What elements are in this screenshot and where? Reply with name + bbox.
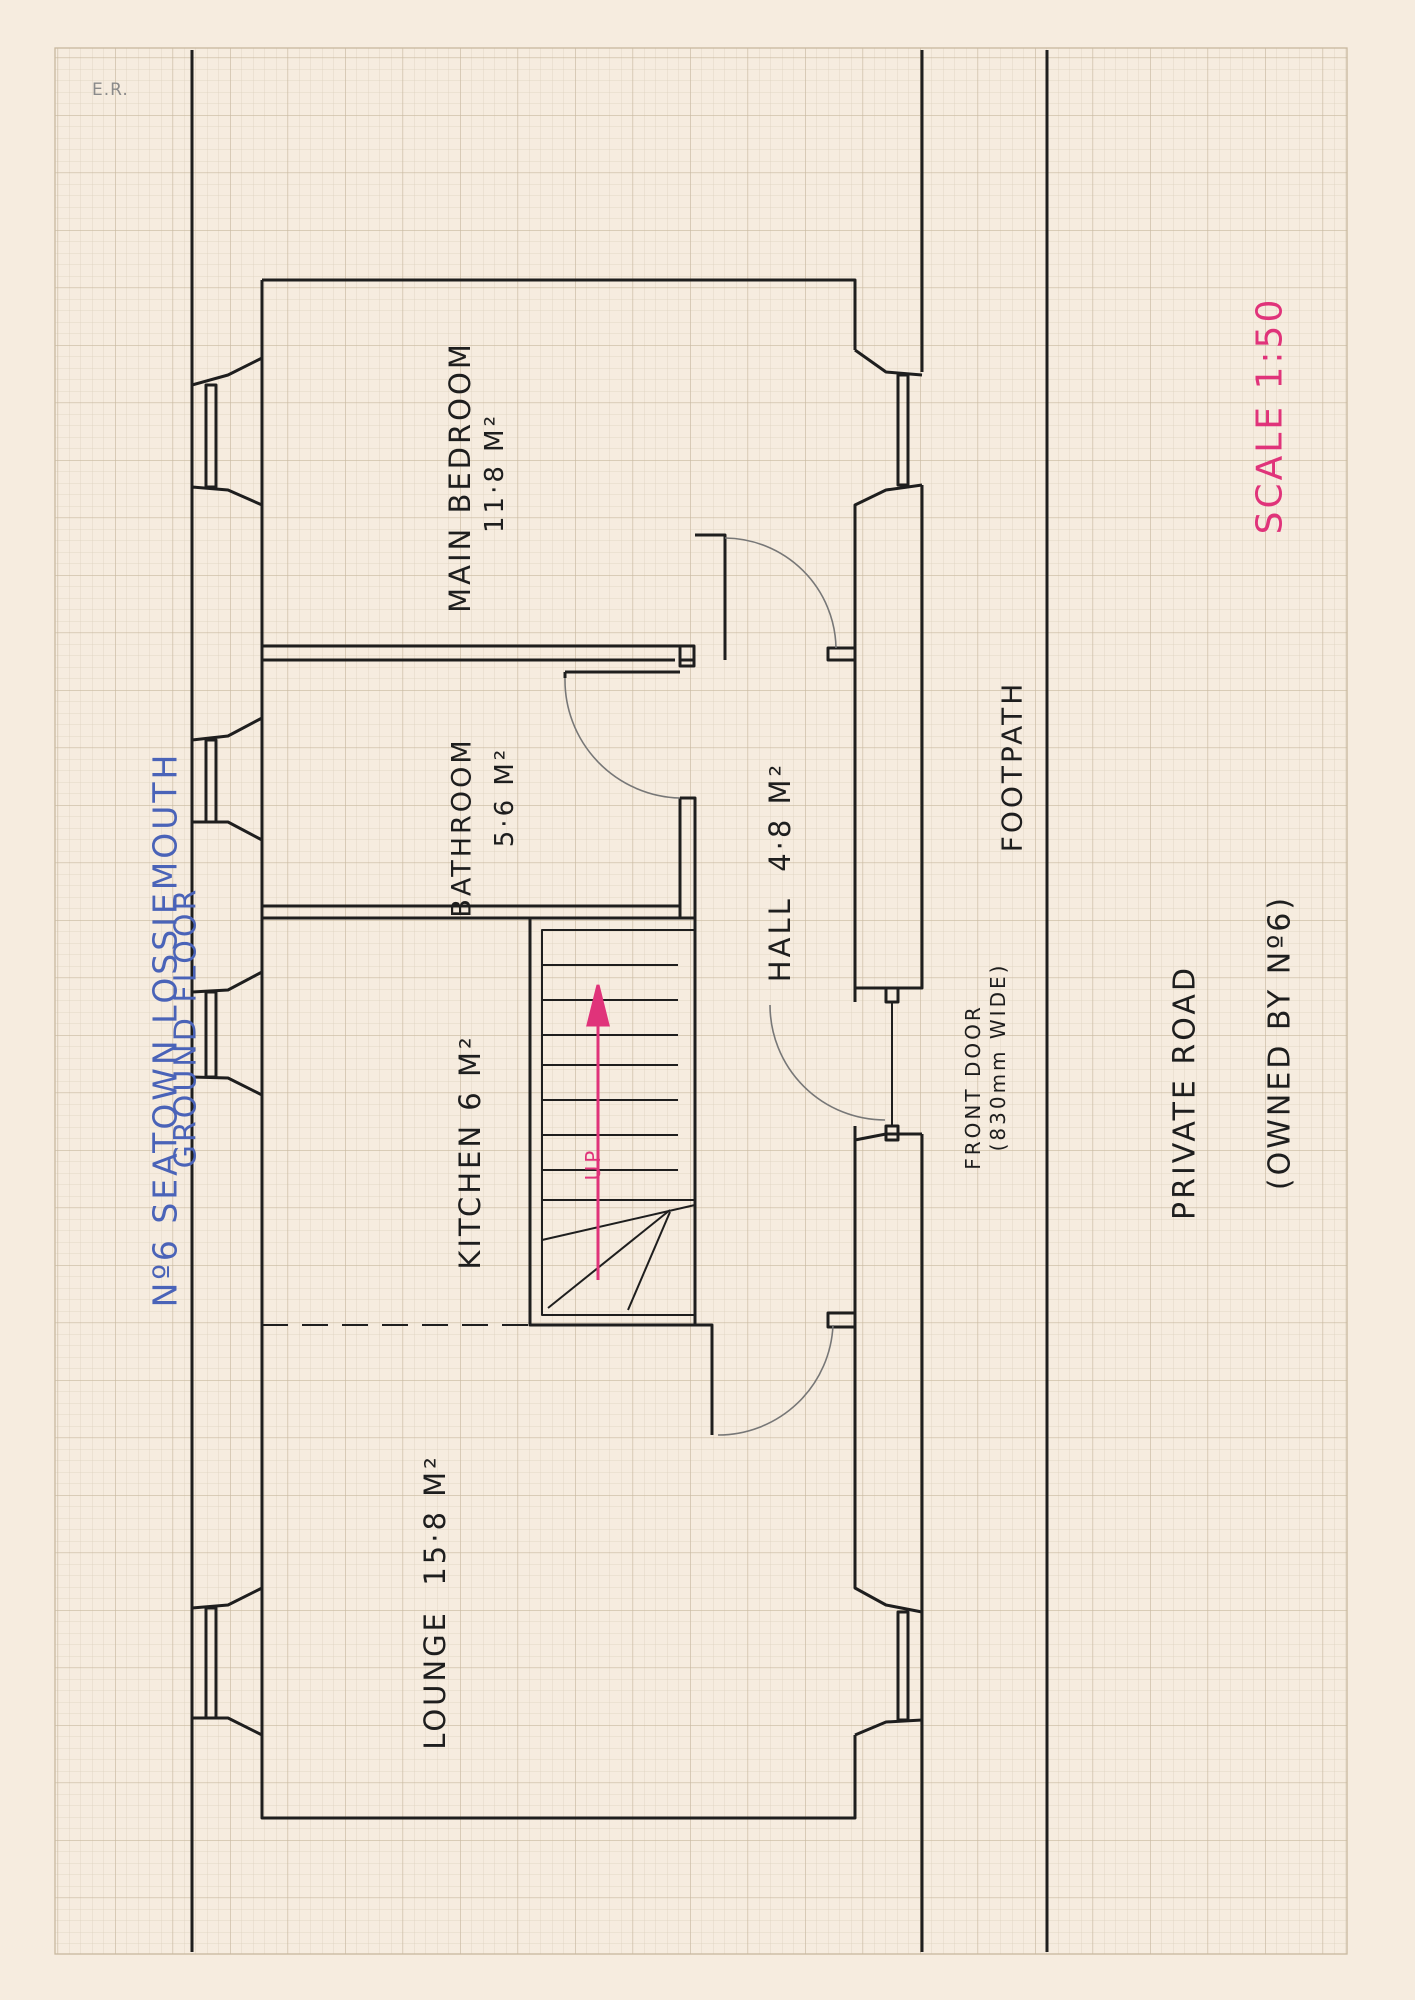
stair-up-arrow: [586, 984, 610, 1280]
east-pier-1: [854, 348, 923, 377]
hall-lower-wall: [695, 1323, 714, 1435]
winder-2: [547, 1209, 671, 1309]
hall-lower-door-jamb: [826, 1311, 857, 1329]
hall-upper-wall: [695, 533, 727, 660]
room-lounge-area: 15·8 M²: [418, 1454, 452, 1586]
initials: E.R.: [92, 80, 129, 100]
bathroom-wall-east: [563, 670, 680, 678]
footpath-label: FOOTPATH: [995, 680, 1029, 853]
front-door-label: FRONT DOOR: [961, 1004, 985, 1170]
room-kitchen-area: 6 M²: [453, 1034, 487, 1111]
front-door-width: (830mm WIDE): [986, 962, 1010, 1152]
north-wall: [262, 278, 857, 350]
east-pier-4: [854, 1718, 923, 1737]
bedroom-door-jamb: [678, 644, 696, 668]
east-windows: [896, 373, 910, 1722]
room-hall-label: HALL 4·8 M²: [763, 752, 797, 992]
drawing-subtitle: GROUND FLOOR: [168, 886, 204, 1169]
room-bathroom-name: BATHROOM: [446, 737, 478, 918]
bathroom-door-swing: [564, 677, 681, 799]
room-lounge-label: LOUNGE 15·8 M²: [418, 1412, 452, 1792]
hall-upper-door-jamb: [826, 646, 857, 662]
room-lounge-name: LOUNGE: [418, 1610, 452, 1750]
bathroom-kitchen-wall: [262, 904, 680, 920]
west-wall-inner: [260, 280, 857, 1820]
stair-treads: [541, 964, 696, 1311]
west-pier-4: [190, 1075, 264, 1610]
room-main-bedroom-area: 11·8 M²: [480, 413, 510, 534]
door-swings: [564, 537, 886, 1436]
room-kitchen-label: KITCHEN 6 M²: [453, 1032, 487, 1272]
winder-3: [627, 1211, 671, 1311]
room-hall-name: HALL: [763, 896, 797, 983]
private-road-label: PRIVATE ROAD: [1167, 965, 1203, 1220]
west-windows: [204, 383, 218, 1720]
building-outline: [190, 50, 1049, 1952]
west-pier-2: [190, 485, 264, 742]
west-pier-5: [192, 1716, 263, 1737]
graph-paper-grid: [54, 47, 1348, 1955]
front-door-swing: [769, 1004, 886, 1121]
road-ownership-label: (OWNED BY Nº6): [1262, 894, 1298, 1191]
room-main-bedroom-name: MAIN BEDROOM: [443, 341, 477, 613]
west-pier-1: [191, 356, 263, 387]
lounge-door-swing: [717, 1324, 834, 1436]
room-hall-area: 4·8 M²: [763, 761, 797, 872]
stair-up-label: UP: [581, 1147, 605, 1181]
scale-label: SCALE 1:50: [1249, 296, 1291, 535]
room-bathroom-area: 5·6 M²: [490, 746, 520, 848]
bedroom-door-swing: [724, 537, 837, 649]
west-pier-3: [190, 820, 264, 994]
room-kitchen-name: KITCHEN: [453, 1122, 487, 1270]
bathroom-hall-wall: [678, 796, 697, 918]
